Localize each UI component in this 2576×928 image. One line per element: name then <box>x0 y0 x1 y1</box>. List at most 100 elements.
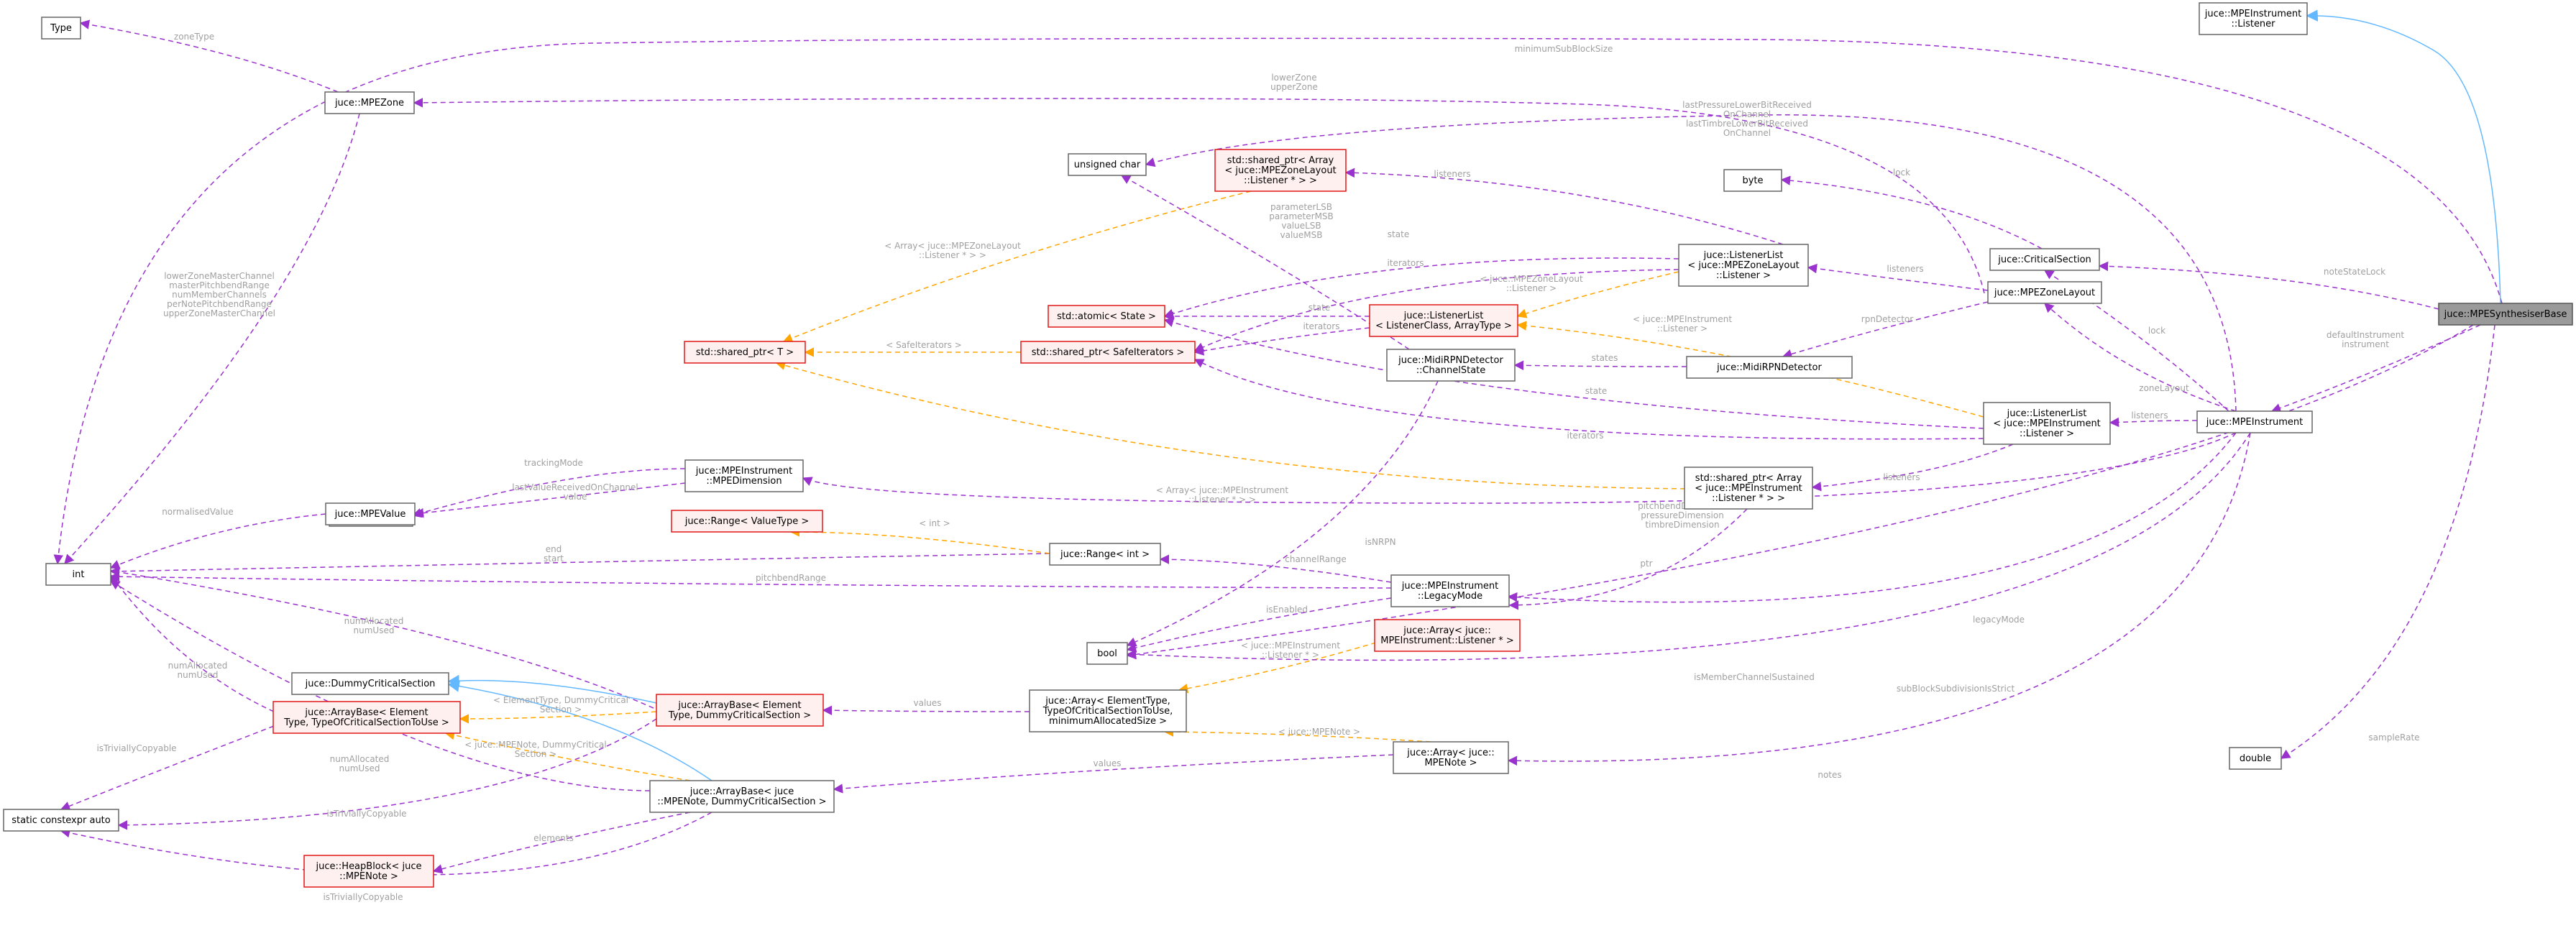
class-node-bool[interactable]: bool <box>1086 642 1128 665</box>
class-node-root[interactable]: juce::MPESynthesiserBase <box>2438 303 2573 326</box>
node-label: ::Listener > <box>2020 428 2074 439</box>
class-node-arraygeneric[interactable]: juce::Array< ElementType,TypeOfCriticalS… <box>1029 689 1187 732</box>
edge-line <box>2044 303 2237 412</box>
edge-label: < juce::MPEZoneLayout <box>1480 274 1583 284</box>
class-node-double[interactable]: double <box>2229 747 2282 770</box>
class-node-byte[interactable]: byte <box>1723 169 1782 192</box>
edge-label: zoneLayout <box>2139 383 2189 393</box>
node-box <box>1390 574 1510 607</box>
node-box <box>1686 356 1853 379</box>
edge-label: parameterLSB <box>1270 202 1332 212</box>
class-node-mpezone[interactable]: juce::MPEZone <box>324 91 415 114</box>
edge-line <box>413 482 686 518</box>
class-node-sharedarrlayout[interactable]: std::shared_ptr< Array< juce::MPEZoneLay… <box>1214 149 1347 192</box>
edge-label: < Array< juce::MPEZoneLayout <box>884 241 1021 251</box>
node-label: juce::ArrayBase< Element <box>304 707 428 718</box>
class-node-mpeinstlistener[interactable]: juce::MPEInstrument::Listener <box>2199 2 2308 35</box>
node-box <box>1086 642 1128 665</box>
node-box <box>303 855 434 888</box>
edge-label: lowerZone <box>1271 73 1316 83</box>
edge-line <box>1163 257 1679 318</box>
class-node-sharedsafe[interactable]: std::shared_ptr< SafeIterators > <box>1020 341 1196 364</box>
node-box <box>1386 349 1516 382</box>
node-label: ::Listener * > > <box>1244 175 1317 186</box>
edge-label: upperZone <box>1270 82 1318 92</box>
edge-line <box>1516 271 1679 318</box>
edge-label: ::Listener * > <box>1262 650 1319 660</box>
edge-line <box>411 468 686 518</box>
edge-line <box>109 513 326 569</box>
class-node-channelstate[interactable]: juce::MidiRPNDetector::ChannelState <box>1386 349 1516 382</box>
class-node-abelem[interactable]: juce::ArrayBase< ElementType, DummyCriti… <box>656 694 824 727</box>
node-box <box>671 510 823 533</box>
class-node-legacymode[interactable]: juce::MPEInstrument::LegacyMode <box>1390 574 1510 607</box>
edge-line <box>1163 318 1984 429</box>
edge-line <box>109 553 1050 576</box>
class-node-arrnote[interactable]: juce::Array< juce::MPENote > <box>1393 741 1509 774</box>
edge-label: parameterMSB <box>1269 211 1334 221</box>
edge-line <box>64 113 360 564</box>
class-node-rangevt[interactable]: juce::Range< ValueType > <box>671 510 823 533</box>
class-node-dummycs[interactable]: juce::DummyCriticalSection <box>291 672 449 695</box>
class-node-rangeint[interactable]: juce::Range< int > <box>1049 543 1161 566</box>
node-label: juce::MPESynthesiserBase <box>2444 309 2567 320</box>
class-node-atomicstate[interactable]: std::atomic< State > <box>1048 305 1165 328</box>
edge-e26 <box>775 360 1712 490</box>
class-node-mpevalue[interactable]: juce::MPEValue <box>325 502 416 525</box>
class-node-int[interactable]: int <box>45 563 111 586</box>
edge-e1 <box>79 19 339 93</box>
node-label: std::shared_ptr< Array <box>1695 473 1802 484</box>
node-box <box>1029 689 1187 732</box>
class-node-rpndetector[interactable]: juce::MidiRPNDetector <box>1686 356 1853 379</box>
class-node-mpeinst[interactable]: juce::MPEInstrument <box>2196 410 2313 433</box>
node-label: juce::MPEInstrument <box>2206 417 2304 428</box>
edge-label: state <box>1388 229 1409 239</box>
edge-line <box>1508 508 1748 610</box>
node-label: juce::ListenerList <box>1403 311 1484 321</box>
edge-line <box>79 19 339 93</box>
edge-line <box>459 711 657 724</box>
node-label: std::atomic< State > <box>1057 311 1156 322</box>
edge-line <box>2098 261 2439 310</box>
edge-e35 <box>1163 318 1984 429</box>
edge-e13 <box>447 680 712 781</box>
edge-e39 <box>1344 167 1784 245</box>
edge-label: isNRPN <box>1365 537 1395 547</box>
class-node-critsec[interactable]: juce::CriticalSection <box>1989 248 2100 271</box>
class-node-sharedarrinst[interactable]: std::shared_ptr< Array< juce::MPEInstrum… <box>1684 467 1813 510</box>
edge-label: state <box>1308 303 1330 313</box>
node-box <box>649 780 835 813</box>
class-node-sharedt[interactable]: std::shared_ptr< T > <box>684 341 806 364</box>
class-node-lllayout[interactable]: juce::ListenerList< juce::MPEZoneLayout:… <box>1678 244 1809 287</box>
class-node-type[interactable]: Type <box>41 17 81 40</box>
node-label: juce::MPEInstrument <box>2204 9 2302 19</box>
node-label: byte <box>1742 175 1763 186</box>
edge-line <box>110 574 275 712</box>
edge-label: valueMSB <box>1280 230 1323 240</box>
edge-line <box>1193 327 1370 356</box>
node-box <box>291 672 449 695</box>
node-box <box>1393 741 1509 774</box>
class-node-llgeneric[interactable]: juce::ListenerList< ListenerClass, Array… <box>1369 304 1518 337</box>
edge-label: Section > <box>540 704 582 715</box>
class-node-mpedim[interactable]: juce::MPEInstrument::MPEDimension <box>684 459 804 492</box>
edge-line <box>447 680 712 781</box>
class-node-arrlistener[interactable]: juce::Array< juce::MPEInstrument::Listen… <box>1374 619 1521 652</box>
class-node-llinst[interactable]: juce::ListenerList< juce::MPEInstrument:… <box>1983 402 2111 445</box>
edge-label: defaultInstrument <box>2327 330 2405 340</box>
edge-e52 <box>802 432 2237 504</box>
edge-e33 <box>1163 257 1679 318</box>
class-node-uchar[interactable]: unsigned char <box>1068 153 1147 176</box>
class-node-heapblock[interactable]: juce::HeapBlock< juce::MPENote > <box>303 855 434 888</box>
node-label: juce::MPEValue <box>334 509 406 520</box>
class-node-abnote[interactable]: juce::ArrayBase< juce::MPENote, DummyCri… <box>649 780 835 813</box>
node-box <box>1048 305 1165 328</box>
edge-line <box>1807 263 1989 291</box>
edge-label: lastPressureLowerBitReceived <box>1682 100 1812 110</box>
edge-label: listeners <box>1434 169 1470 179</box>
class-node-zonelayout[interactable]: juce::MPEZoneLayout <box>1987 281 2102 304</box>
edge-label: lastValueReceivedOnChannel <box>512 482 638 492</box>
class-node-abgeneric[interactable]: juce::ArrayBase< ElementType, TypeOfCrit… <box>272 701 461 734</box>
class-node-scauto[interactable]: static constexpr auto <box>3 809 119 832</box>
